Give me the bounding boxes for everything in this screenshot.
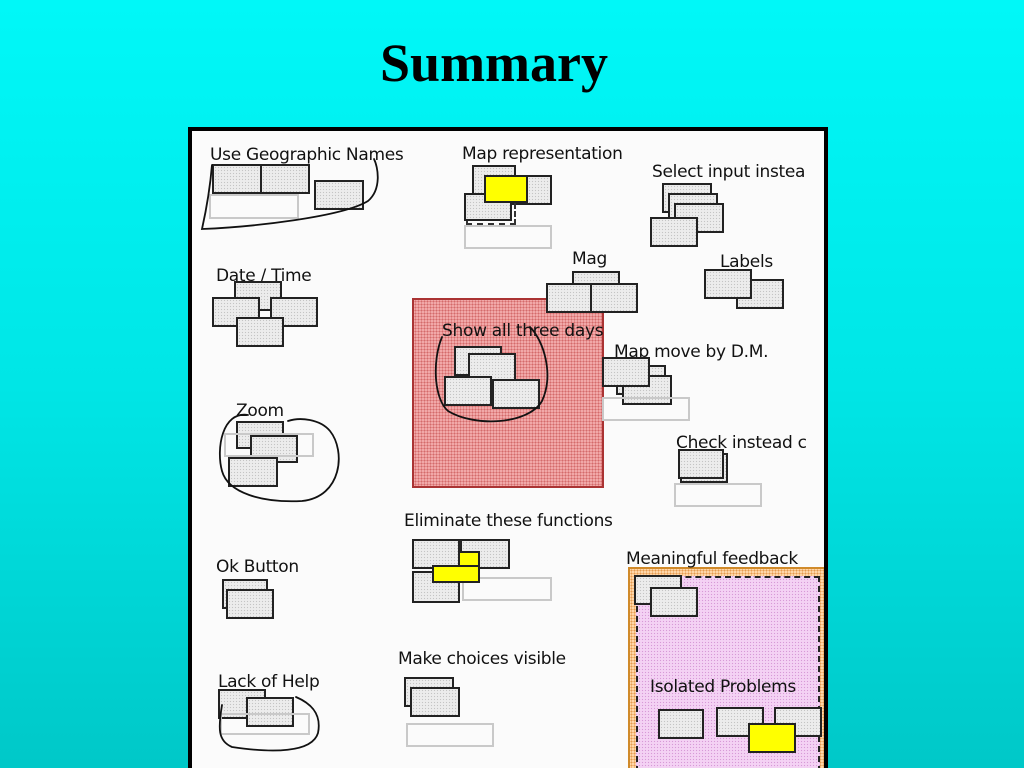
highlighted-note <box>748 723 796 753</box>
label-lack-of-help: Lack of Help <box>218 672 320 692</box>
note-card <box>212 164 262 194</box>
note-card <box>260 164 310 194</box>
note-card <box>590 283 638 313</box>
note-card <box>209 194 299 219</box>
note-card <box>546 283 594 313</box>
slide-title: Summary <box>380 33 608 93</box>
label-show-all-three-days: Show all three days <box>442 321 604 341</box>
note-card <box>774 707 822 737</box>
label-map-representation: Map representation <box>462 144 623 164</box>
note-card <box>650 217 698 247</box>
note-card <box>674 483 762 507</box>
note-card <box>602 357 650 387</box>
note-card <box>236 317 284 347</box>
note-card <box>462 577 552 601</box>
label-isolated-problems: Isolated Problems <box>650 677 796 697</box>
note-card <box>410 687 460 717</box>
label-labels: Labels <box>720 252 773 272</box>
label-ok-button: Ok Button <box>216 557 299 577</box>
note-card <box>412 539 460 569</box>
note-card <box>444 376 492 406</box>
highlighted-note <box>484 175 528 203</box>
label-zoom: Zoom <box>236 401 284 421</box>
label-map-move: Map move by D.M. <box>614 342 769 362</box>
note-card <box>406 723 494 747</box>
label-mag: Mag <box>572 249 607 269</box>
note-card <box>658 709 704 739</box>
note-card <box>226 589 274 619</box>
affinity-diagram-board: Use Geographic Names Map representation … <box>188 127 828 768</box>
label-check-instead: Check instead c <box>676 433 807 453</box>
label-eliminate-functions: Eliminate these functions <box>404 511 613 531</box>
note-card <box>228 457 278 487</box>
label-make-choices-visible: Make choices visible <box>398 649 566 669</box>
note-card <box>224 433 314 457</box>
note-card <box>704 269 752 299</box>
label-select-input: Select input instea <box>652 162 806 182</box>
note-card <box>464 225 552 249</box>
highlighted-note <box>432 565 480 583</box>
note-card <box>492 379 540 409</box>
note-card <box>650 587 698 617</box>
note-card <box>314 180 364 210</box>
note-card <box>220 713 310 735</box>
note-card <box>602 397 690 421</box>
label-meaningful-feedback: Meaningful feedback <box>626 549 798 569</box>
label-use-geographic-names: Use Geographic Names <box>210 145 404 165</box>
note-card <box>678 449 724 479</box>
